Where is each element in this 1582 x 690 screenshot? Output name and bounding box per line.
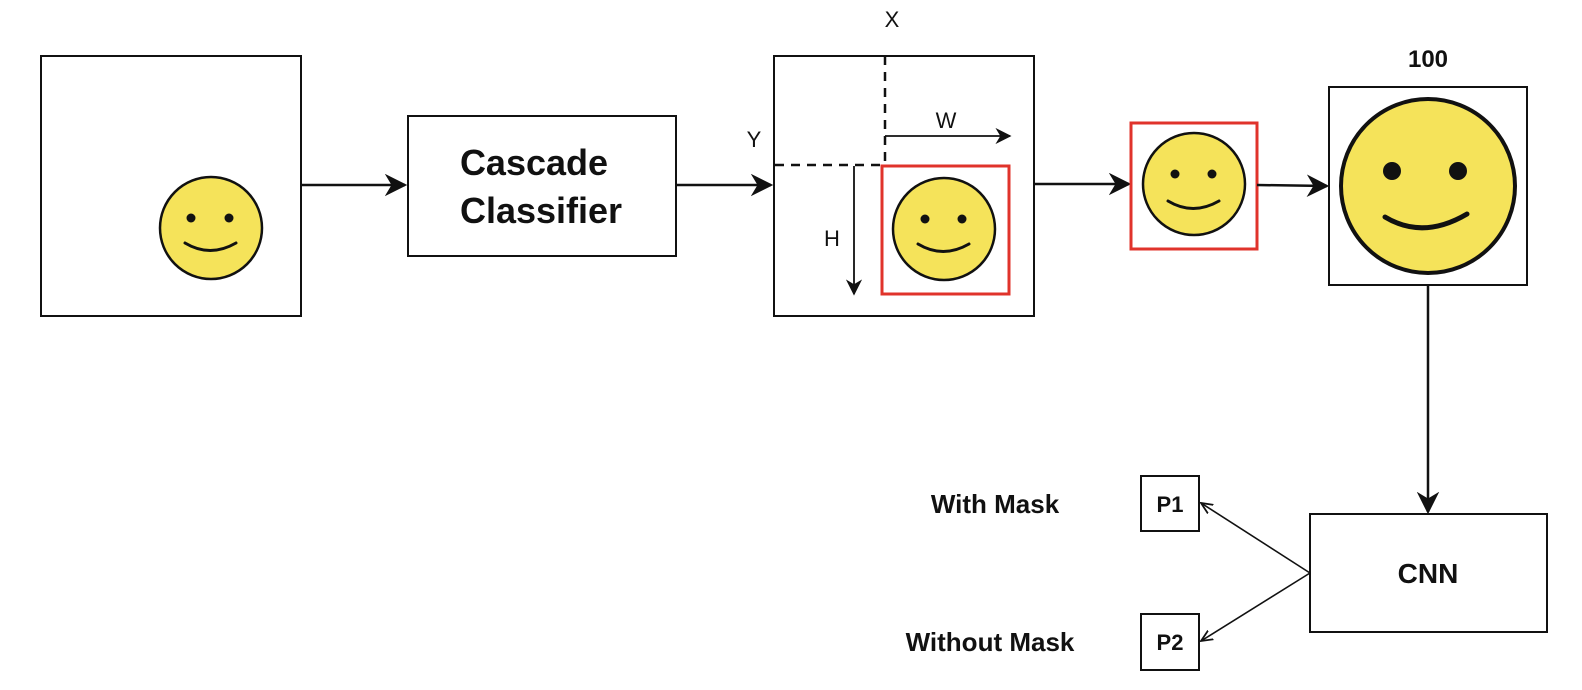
cropped-face-icon — [1141, 131, 1247, 237]
cnn-label: CNN — [1398, 558, 1459, 589]
h-label: H — [824, 226, 840, 251]
y-label: Y — [747, 127, 762, 152]
input-image-frame — [40, 55, 302, 317]
without-mask-label: Without Mask — [906, 627, 1075, 657]
output-p1-label: P1 — [1157, 492, 1184, 517]
arrow-crop-to-resized — [1256, 174, 1330, 197]
with-mask-label: With Mask — [931, 489, 1060, 519]
detected-face-icon — [891, 176, 997, 282]
output-box-p2 — [1140, 613, 1200, 671]
resized-face-icon — [1339, 97, 1517, 275]
resized-size-label: 100 — [1408, 46, 1448, 73]
classifier-label-line2: Classifier — [460, 190, 622, 231]
arrow-cnn-to-p2 — [1201, 572, 1311, 641]
cnn-box — [1309, 513, 1548, 633]
w-label: W — [936, 108, 957, 133]
output-p2-label: P2 — [1157, 630, 1184, 655]
arrow-cnn-to-p1 — [1201, 503, 1311, 574]
output-box-p1 — [1140, 475, 1200, 532]
x-label: X — [885, 7, 900, 32]
detection-frame — [773, 55, 1035, 317]
cascade-classifier-box — [407, 115, 677, 257]
input-face-icon — [158, 175, 264, 281]
classifier-label-line1: Cascade — [460, 142, 608, 183]
detected-face-bbox — [880, 164, 1011, 296]
